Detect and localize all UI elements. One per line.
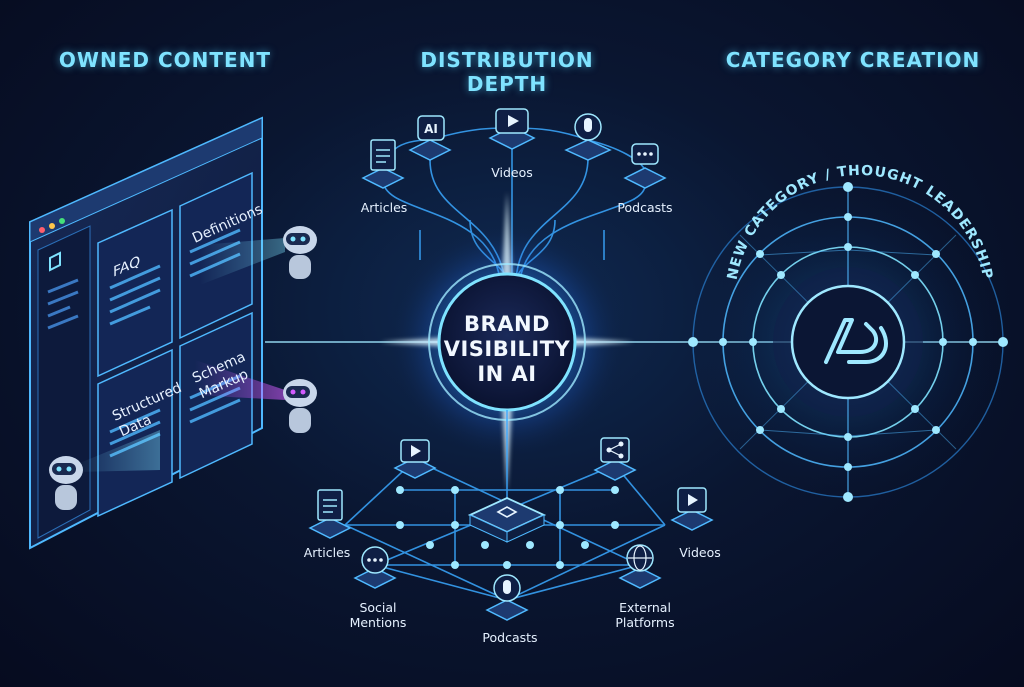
brand-logo-icon <box>824 318 888 364</box>
top-podcasts-chat-tile <box>623 143 667 189</box>
top-videos-label: Videos <box>491 165 533 180</box>
brand-platform-tile <box>467 497 547 543</box>
window-dot-red-icon <box>39 227 45 233</box>
robot-scan-beam-mid <box>195 360 285 400</box>
owned-content-browser <box>29 116 263 550</box>
ai-chat-bubble-icon <box>417 115 445 141</box>
robot-scan-beam-bottom <box>75 430 160 472</box>
heading-distribution-depth: DISTRIBUTION DEPTH <box>420 48 594 96</box>
bottom-podcast-tile <box>485 574 529 621</box>
top-articles-label: Articles <box>360 200 408 215</box>
robot-scan-beam-top <box>200 238 285 285</box>
top-podcasts-label: Podcasts <box>617 200 673 215</box>
top-videos-tile <box>488 108 536 150</box>
ai-robot-middle-icon <box>283 379 317 433</box>
core-title-line-3: IN AI <box>477 362 537 386</box>
document-icon <box>370 139 396 171</box>
bottom-share-tile <box>593 437 637 481</box>
bottom-social-tile <box>353 546 397 589</box>
external-label-line-1: External <box>619 600 671 615</box>
play-icon <box>411 445 421 457</box>
faq-card <box>97 208 173 378</box>
bottom-external-label: External Platforms <box>605 600 685 630</box>
window-dot-green-icon <box>59 218 65 224</box>
top-podcasts-tile <box>564 113 612 161</box>
category-ring-nodes <box>688 182 1008 502</box>
play-icon <box>508 115 519 127</box>
network-nodes <box>396 486 619 569</box>
social-label-line-2: Mentions <box>349 615 407 630</box>
core-title-line-2: VISIBILITY <box>443 337 571 361</box>
heading-category-creation: CATEGORY CREATION <box>725 48 981 72</box>
brand-logo-small-icon <box>49 251 61 272</box>
heading-owned-content: OWNED CONTENT <box>58 48 272 72</box>
core-title: BRAND VISIBILITY IN AI <box>422 312 592 387</box>
category-center-logo <box>790 284 906 400</box>
top-articles-tile <box>361 139 405 189</box>
top-ai-chat-tile: AI <box>408 115 452 161</box>
bottom-videos-label: Videos <box>679 545 721 560</box>
ai-badge-text: AI <box>424 122 438 136</box>
bottom-articles-label: Articles <box>303 545 351 560</box>
brand-logo-platform-icon <box>496 506 518 518</box>
bottom-social-label: Social Mentions <box>343 600 413 630</box>
bottom-videos-tile <box>670 487 714 531</box>
bottom-articles-tile <box>308 489 352 539</box>
bottom-globe-tile <box>618 544 662 589</box>
window-dot-yellow-icon <box>49 223 55 229</box>
bottom-video-tile <box>393 439 437 479</box>
ai-robot-bottom-icon <box>49 456 83 510</box>
external-label-line-2: Platforms <box>615 615 675 630</box>
ai-robot-top-icon <box>283 226 317 279</box>
document-icon <box>317 489 343 521</box>
core-title-line-1: BRAND <box>464 312 550 336</box>
play-icon <box>688 494 698 506</box>
bottom-podcasts-label: Podcasts <box>482 630 538 645</box>
social-label-line-1: Social <box>359 600 397 615</box>
